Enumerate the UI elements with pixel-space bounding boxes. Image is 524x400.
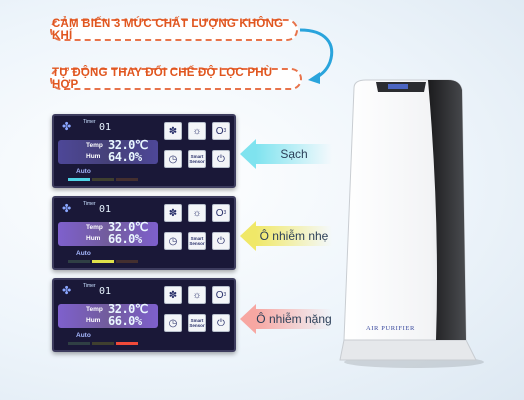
air-quality-bar xyxy=(68,260,138,263)
level-bar-light xyxy=(92,342,114,345)
timer-value: 01 xyxy=(99,122,112,133)
banner-line-2-text: TỰ ĐỘNG THAY ĐỔI CHẾ ĐỘ LỌC PHÙ HỢP xyxy=(52,67,273,91)
level-bar-light xyxy=(92,260,114,263)
arrow-shaft xyxy=(256,144,332,164)
arrow-shaft xyxy=(256,309,332,329)
lcd-display: ✤ Timer 01 Temp 32.0℃ Hum 66.0% Auto xyxy=(58,201,158,263)
hum-value: 66.0% xyxy=(108,232,142,246)
timer-value: 01 xyxy=(99,204,112,215)
smart-sensor-button[interactable]: Smart Sensor xyxy=(188,314,206,332)
uv-button[interactable]: ☼ xyxy=(188,204,206,222)
fan-icon: ✤ xyxy=(62,121,72,133)
level-bar-clean xyxy=(68,260,90,263)
temp-value: 32.0℃ xyxy=(108,302,148,316)
hum-label: Hum xyxy=(86,235,101,242)
hum-value: 66.0% xyxy=(108,314,142,328)
level-bar-heavy xyxy=(116,178,138,181)
timer-button[interactable]: ◷ xyxy=(164,150,182,168)
status-label: Ô nhiễm nhẹ xyxy=(259,229,329,243)
air-quality-bar xyxy=(68,342,138,345)
timer-button[interactable]: ◷ xyxy=(164,314,182,332)
mode-label: Auto xyxy=(76,250,91,257)
curved-arrow-icon xyxy=(299,28,333,84)
lcd-display: ✤ Timer 01 Temp 32.0℃ Hum 66.0% Auto xyxy=(58,283,158,345)
control-panel-3: ✤ Timer 01 Temp 32.0℃ Hum 66.0% Auto ✽ ☼… xyxy=(52,278,236,352)
banner-line-1: CẢM BIẾN 3 MỨC CHẤT LƯỢNG KHÔNG KHÍ xyxy=(50,18,298,42)
uv-button[interactable]: ☼ xyxy=(188,286,206,304)
banner-line-1-text: CẢM BIẾN 3 MỨC CHẤT LƯỢNG KHÔNG KHÍ xyxy=(52,18,284,42)
level-bar-clean xyxy=(68,342,90,345)
arrow-shaft xyxy=(256,226,332,246)
timer-label: Timer xyxy=(83,283,96,289)
mode-label: Auto xyxy=(76,168,91,175)
level-bar-heavy xyxy=(116,342,138,345)
level-bar-heavy xyxy=(116,260,138,263)
banner-line-2: TỰ ĐỘNG THAY ĐỔI CHẾ ĐỘ LỌC PHÙ HỢP xyxy=(50,67,302,91)
temp-label: Temp xyxy=(86,306,103,313)
status-label: Ô nhiễm nặng xyxy=(256,312,332,326)
status-label: Sạch xyxy=(280,147,308,161)
level-bar-clean xyxy=(68,178,90,181)
air-quality-bar xyxy=(68,178,138,181)
mode-label: Auto xyxy=(76,332,91,339)
air-purifier-image: AIR PURIFIER xyxy=(339,79,484,368)
status-arrow-3: Ô nhiễm nặng xyxy=(240,304,332,334)
lcd-display: ✤ Timer 01 Temp 32.0℃ Hum 64.0% Auto xyxy=(58,119,158,181)
hum-value: 64.0% xyxy=(108,150,142,164)
fan-icon: ✤ xyxy=(62,285,72,297)
hum-label: Hum xyxy=(86,153,101,160)
timer-button[interactable]: ◷ xyxy=(164,232,182,250)
fan-speed-button[interactable]: ✽ xyxy=(164,204,182,222)
temp-label: Temp xyxy=(86,142,103,149)
fan-icon: ✤ xyxy=(62,203,72,215)
power-button[interactable]: ⏻ xyxy=(212,150,230,168)
uv-button[interactable]: ☼ xyxy=(188,122,206,140)
power-button[interactable]: ⏻ xyxy=(212,232,230,250)
status-arrow-1: Sạch xyxy=(240,139,332,169)
timer-value: 01 xyxy=(99,286,112,297)
fan-speed-button[interactable]: ✽ xyxy=(164,286,182,304)
timer-label: Timer xyxy=(83,119,96,125)
hum-label: Hum xyxy=(86,317,101,324)
control-panel-1: ✤ Timer 01 Temp 32.0℃ Hum 64.0% Auto ✽ ☼… xyxy=(52,114,236,188)
fan-speed-button[interactable]: ✽ xyxy=(164,122,182,140)
timer-label: Timer xyxy=(83,201,96,207)
power-button[interactable]: ⏻ xyxy=(212,314,230,332)
temp-value: 32.0℃ xyxy=(108,220,148,234)
brand-text: AIR PURIFIER xyxy=(366,325,415,332)
control-panel-2: ✤ Timer 01 Temp 32.0℃ Hum 66.0% Auto ✽ ☼… xyxy=(52,196,236,270)
smart-sensor-button[interactable]: Smart Sensor xyxy=(188,232,206,250)
level-bar-light xyxy=(92,178,114,181)
smart-sensor-button[interactable]: Smart Sensor xyxy=(188,150,206,168)
temp-value: 32.0℃ xyxy=(108,138,148,152)
status-arrow-2: Ô nhiễm nhẹ xyxy=(240,221,332,251)
temp-label: Temp xyxy=(86,224,103,231)
